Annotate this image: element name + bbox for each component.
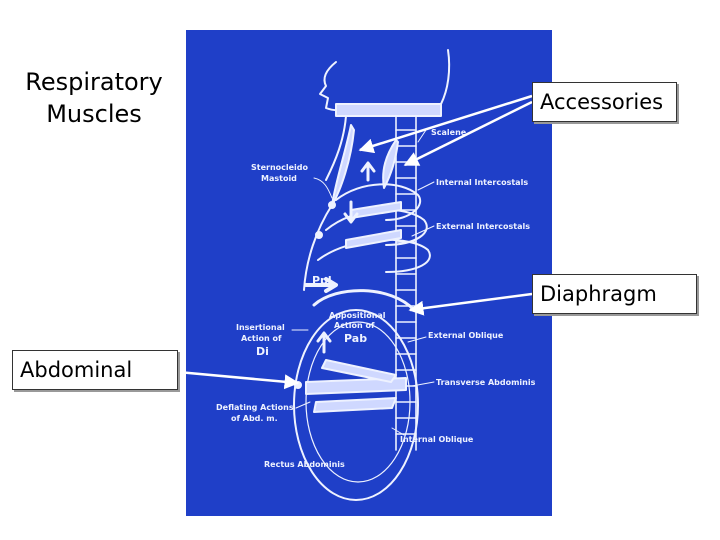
internal-intercostal-band (350, 201, 402, 219)
callout-diaphragm: Diaphragm (532, 274, 697, 314)
external-intercostal-band (345, 229, 402, 249)
pab-arrow (316, 331, 332, 354)
label-appositional-2: Action of (334, 321, 375, 330)
hinge-dot-2 (315, 231, 323, 239)
rib-3 (317, 238, 431, 273)
label-deflating-2: of Abd. m. (231, 414, 278, 423)
arrow-up-1 (360, 161, 376, 182)
label-insertional-1: Insertional (236, 323, 285, 332)
neck-line (325, 115, 347, 181)
callout-accessories: Accessories (532, 82, 677, 122)
label-transverse-abdominis: Transverse Abdominis (436, 378, 536, 387)
oblique-band-2 (313, 397, 397, 413)
arrow-down-1 (343, 200, 359, 224)
label-external-oblique: External Oblique (428, 331, 504, 340)
title-line-2: Muscles (46, 100, 142, 128)
oblique-band (321, 359, 397, 383)
abdomen-inner (305, 321, 411, 483)
label-insertional-2: Action of (241, 334, 282, 343)
skull-bar (335, 103, 442, 117)
abdomen-oval (293, 309, 419, 501)
transverse-band (305, 377, 407, 395)
chest-wall (303, 204, 333, 291)
label-scalene: Scalene (431, 128, 467, 137)
label-external-intercostals: External Intercostals (436, 222, 530, 231)
label-rectus-abdominis: Rectus Abdominis (264, 460, 345, 469)
diagram-slide: Scalene Sternocleido Mastoid Internal In… (186, 30, 552, 516)
label-deflating-1: Deflating Actions (216, 403, 294, 412)
diaphragm-dome (312, 289, 416, 312)
label-di: Di (256, 345, 269, 358)
label-internal-oblique: Internal Oblique (400, 435, 474, 444)
label-mastoid: Mastoid (261, 174, 297, 183)
rib-1 (335, 183, 421, 221)
label-sternocleido: Sternocleido (251, 163, 309, 172)
hinge-dot-1 (328, 201, 336, 209)
label-internal-intercostals: Internal Intercostals (436, 178, 528, 187)
hinge-dot-3 (294, 381, 302, 389)
label-ppl: Ppl (312, 274, 332, 287)
label-appositional-1: Appositional (329, 311, 386, 320)
title-line-1: Respiratory (25, 68, 163, 96)
slide-title: Respiratory Muscles (8, 66, 180, 130)
head-profile (319, 61, 357, 112)
spine (395, 115, 417, 451)
callout-abdominal: Abdominal (12, 350, 178, 390)
ppl-arrow (304, 277, 338, 293)
label-pab: Pab (344, 332, 367, 345)
respiratory-muscles-diagram: Scalene Sternocleido Mastoid Internal In… (216, 49, 536, 501)
